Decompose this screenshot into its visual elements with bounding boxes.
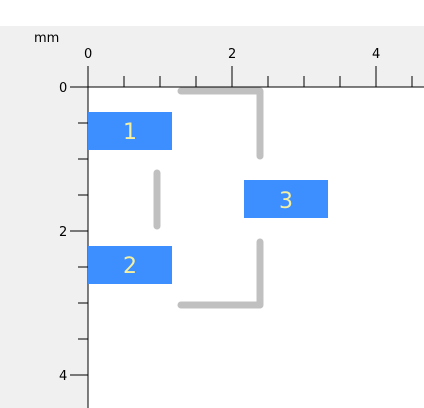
- ruler-unit-label: mm: [34, 31, 59, 46]
- h-tick-label: 2: [228, 47, 236, 62]
- box-3-shape[interactable]: [244, 180, 328, 218]
- v-tick-label: 2: [59, 225, 67, 240]
- bottom-bracket-connector[interactable]: [177, 238, 264, 309]
- box-2-shape[interactable]: [88, 246, 172, 284]
- box-1[interactable]: 1: [88, 112, 172, 150]
- top-bracket-connector[interactable]: [177, 87, 264, 160]
- h-tick-label: 4: [372, 47, 380, 62]
- h-tick-label: 0: [84, 47, 92, 62]
- box-1-label: 1: [123, 120, 137, 145]
- box-3[interactable]: 3: [244, 180, 328, 218]
- box-2[interactable]: 2: [88, 246, 172, 284]
- v-tick-label: 4: [59, 369, 67, 384]
- v-tick-label: 0: [59, 81, 67, 96]
- box-1-shape[interactable]: [88, 112, 172, 150]
- box-2-label: 2: [123, 254, 137, 279]
- box-3-label: 3: [279, 189, 293, 214]
- vertical-ruler: [0, 26, 88, 408]
